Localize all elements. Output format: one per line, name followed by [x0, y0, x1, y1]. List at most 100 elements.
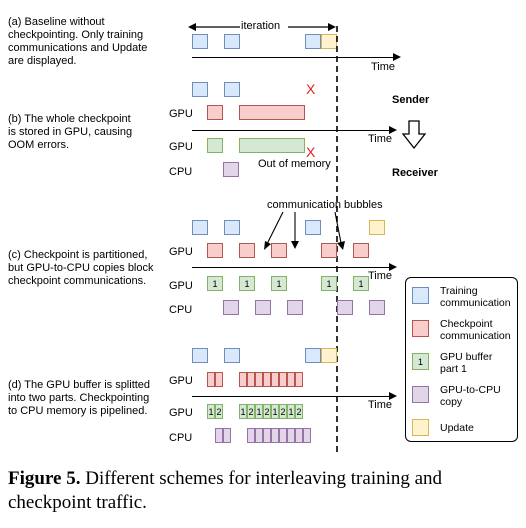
checkpoint-comm-block — [207, 105, 223, 120]
checkpoint-comm-half-block — [247, 372, 255, 387]
gpu-buffer-block — [207, 138, 223, 153]
training-comm-block — [305, 34, 321, 49]
checkpoint-comm-block — [239, 243, 255, 258]
gpu-label: GPU — [169, 375, 193, 387]
checkpoint-comm-half-block — [239, 372, 247, 387]
legend-text-update: Update — [440, 422, 474, 434]
description-d: (d) The GPU buffer is splitted into two … — [8, 379, 151, 417]
gpu-buffer-part-2: 2 — [247, 404, 255, 419]
legend-swatch-copy — [412, 386, 429, 403]
gpu-buffer-part-1: 1 — [271, 404, 279, 419]
checkpoint-comm-block — [239, 105, 305, 120]
time-label: Time — [371, 61, 396, 73]
iteration-boundary-line — [336, 26, 338, 452]
training-comm-block — [224, 220, 240, 235]
gpu-buffer-part-1: 1 — [255, 404, 263, 419]
time-label: Time — [368, 133, 393, 145]
iteration-label: iteration — [241, 20, 281, 32]
training-comm-block — [305, 220, 321, 235]
time-axis — [192, 392, 397, 400]
time-axis — [192, 53, 401, 61]
checkpoint-comm-half-block — [279, 372, 287, 387]
gpu-buffer-part-1: 1 — [271, 276, 287, 291]
legend-text-training: Training communication — [440, 285, 511, 309]
gpu-to-cpu-copy-half-block — [295, 428, 303, 443]
cpu-label: CPU — [169, 304, 193, 316]
gpu-to-cpu-copy-half-block — [223, 428, 231, 443]
gpu-to-cpu-copy-half-block — [287, 428, 295, 443]
gpu-buffer-part-1: 1 — [239, 404, 247, 419]
gpu-to-cpu-copy-block — [337, 300, 353, 315]
gpu-to-cpu-copy-half-block — [271, 428, 279, 443]
gpu-to-cpu-copy-block — [369, 300, 385, 315]
description-a: (a) Baseline without checkpointing. Only… — [8, 16, 148, 67]
cpu-label: CPU — [169, 432, 193, 444]
gpu-to-cpu-copy-half-block — [263, 428, 271, 443]
gpu-buffer-part-2: 2 — [295, 404, 303, 419]
checkpoint-comm-half-block — [207, 372, 215, 387]
bubble-pointer-arrows — [264, 211, 345, 250]
gpu-to-cpu-copy-block — [255, 300, 271, 315]
checkpoint-comm-half-block — [263, 372, 271, 387]
checkpoint-comm-half-block — [287, 372, 295, 387]
gpu-label: GPU — [169, 141, 193, 153]
checkpoint-comm-block — [207, 243, 223, 258]
description-b: (b) The whole checkpoint is stored in GP… — [8, 113, 133, 151]
training-comm-block — [224, 34, 240, 49]
gpu-buffer-part-2: 2 — [263, 404, 271, 419]
gpu-buffer-part-2: 2 — [279, 404, 287, 419]
out-of-memory-label: Out of memory — [258, 158, 331, 170]
legend-swatch-update — [412, 419, 429, 436]
training-comm-block — [224, 348, 240, 363]
training-comm-block — [192, 220, 208, 235]
gpu-to-cpu-copy-block — [287, 300, 303, 315]
legend-swatch-buffer: 1 — [412, 353, 429, 370]
gpu-to-cpu-copy-half-block — [255, 428, 263, 443]
figure-caption: Figure 5. Different schemes for interlea… — [8, 467, 524, 515]
training-comm-block — [192, 348, 208, 363]
down-arrow-icon — [401, 120, 427, 150]
legend-text-copy: GPU-to-CPU copy — [440, 384, 501, 408]
legend: Training communication Checkpoint commun… — [405, 277, 518, 442]
sender-label: Sender — [392, 94, 430, 106]
training-comm-block — [192, 34, 208, 49]
gpu-label: GPU — [169, 246, 193, 258]
gpu-buffer-part-1: 1 — [207, 404, 215, 419]
gpu-to-cpu-copy-half-block — [303, 428, 311, 443]
time-axis — [192, 263, 397, 271]
gpu-label: GPU — [169, 407, 193, 419]
gpu-to-cpu-copy-block — [223, 300, 239, 315]
time-axis — [192, 126, 397, 134]
gpu-buffer-part-1: 1 — [239, 276, 255, 291]
cpu-label: CPU — [169, 166, 193, 178]
training-comm-block — [305, 348, 321, 363]
update-block — [321, 348, 337, 363]
description-c: (c) Checkpoint is partitioned, but GPU-t… — [8, 249, 154, 287]
legend-text-checkpoint: Checkpoint communication — [440, 318, 511, 342]
gpu-to-cpu-copy-half-block — [247, 428, 255, 443]
legend-swatch-training — [412, 287, 429, 304]
checkpoint-comm-half-block — [215, 372, 223, 387]
time-label: Time — [368, 399, 393, 411]
iteration-arrow — [188, 23, 336, 31]
error-x-icon: X — [306, 144, 316, 160]
training-comm-block — [224, 82, 240, 97]
gpu-to-cpu-copy-block — [223, 162, 239, 177]
figure-number: Figure 5. — [8, 468, 81, 489]
checkpoint-comm-half-block — [255, 372, 263, 387]
checkpoint-comm-block — [353, 243, 369, 258]
error-x-icon: X — [306, 81, 316, 97]
time-label: Time — [368, 270, 393, 282]
checkpoint-comm-block — [321, 243, 337, 258]
update-block — [369, 220, 385, 235]
gpu-label: GPU — [169, 108, 193, 120]
training-comm-block — [192, 82, 208, 97]
gpu-buffer-part-1: 1 — [287, 404, 295, 419]
caption-text: Different schemes for interleaving train… — [8, 468, 443, 513]
receiver-label: Receiver — [392, 167, 438, 179]
gpu-buffer-block — [239, 138, 305, 153]
checkpoint-comm-block — [271, 243, 287, 258]
gpu-buffer-part-1: 1 — [321, 276, 337, 291]
communication-bubbles-label: communication bubbles — [267, 199, 383, 211]
gpu-to-cpu-copy-half-block — [215, 428, 223, 443]
